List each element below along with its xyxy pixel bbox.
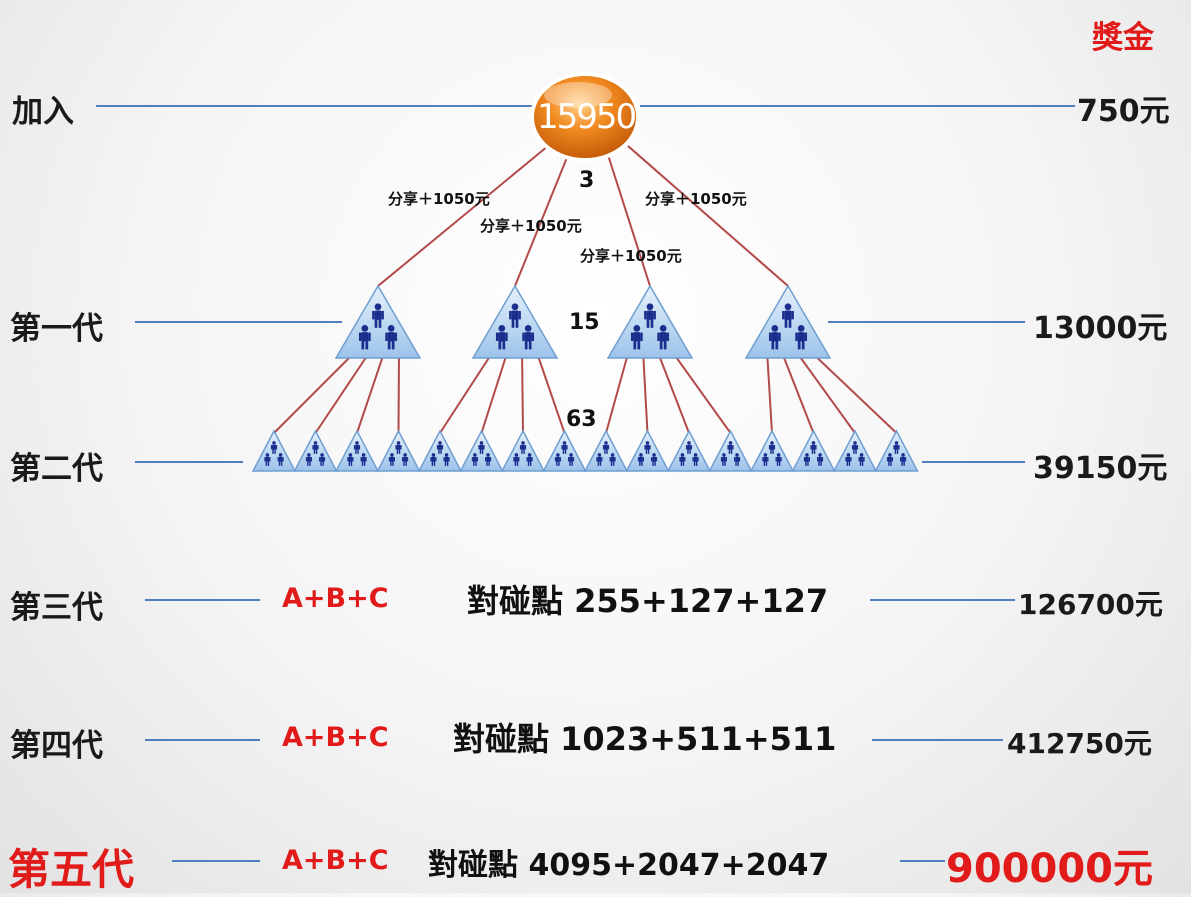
people-triangle-icon xyxy=(708,429,753,472)
people-triangle-icon xyxy=(832,429,878,472)
people-triangle-icon xyxy=(334,284,422,359)
gen5-bonus: 900000元 xyxy=(946,846,1153,892)
gen1-groups xyxy=(334,284,832,359)
gen5-points: 對碰點 4095+2047+2047 xyxy=(428,848,830,883)
gen3-label: 第三代 xyxy=(10,590,103,626)
connector-lines xyxy=(96,105,1075,862)
share-label-3: 分享＋1050元 xyxy=(580,247,682,265)
gen3-points: 對碰點 255+127+127 xyxy=(467,582,829,620)
people-triangle-icon xyxy=(417,429,463,472)
gen2-label: 第二代 xyxy=(10,451,103,487)
people-triangle-icon xyxy=(334,429,380,472)
share-label-4: 分享＋1050元 xyxy=(645,190,747,208)
root-links xyxy=(377,145,789,287)
gen1-bonus: 13000元 xyxy=(1033,311,1168,346)
gen3-formula: A+B+C xyxy=(282,583,389,614)
gen1-links xyxy=(273,349,898,434)
gen1-label: 第一代 xyxy=(10,311,103,347)
people-triangle-icon xyxy=(583,429,629,472)
people-triangle-icon xyxy=(500,429,546,472)
gen5-formula: A+B+C xyxy=(282,845,389,876)
people-triangle-icon xyxy=(459,429,504,472)
people-triangle-icon xyxy=(542,429,587,472)
gen3-bonus: 126700元 xyxy=(1018,588,1163,621)
gen4-bonus: 412750元 xyxy=(1007,727,1152,760)
people-triangle-icon xyxy=(606,284,694,359)
join-label: 加入 xyxy=(12,94,74,130)
share-label-2: 分享＋1050元 xyxy=(480,217,582,235)
gen2-count: 63 xyxy=(566,407,597,432)
people-triangle-icon xyxy=(625,429,670,472)
people-triangle-icon xyxy=(293,429,338,472)
join-bonus: 750元 xyxy=(1077,94,1170,129)
root-value: 15950 xyxy=(537,97,637,137)
gen4-points: 對碰點 1023+511+511 xyxy=(453,720,837,758)
people-triangle-icon xyxy=(791,429,836,472)
root-orb xyxy=(530,72,640,162)
people-triangle-icon xyxy=(666,429,712,472)
gen2-groups xyxy=(251,429,919,472)
people-triangle-icon xyxy=(874,429,919,472)
bonus-title: 獎金 xyxy=(1092,20,1154,56)
gen4-label: 第四代 xyxy=(10,728,103,764)
gen2-bonus: 39150元 xyxy=(1033,451,1168,486)
share-label-1: 分享＋1050元 xyxy=(388,190,490,208)
gen1-count: 15 xyxy=(569,310,600,335)
root-count: 3 xyxy=(579,168,595,193)
people-triangle-icon xyxy=(471,284,559,359)
people-triangle-icon xyxy=(376,429,421,472)
gen5-label: 第五代 xyxy=(8,845,135,894)
people-triangle-icon xyxy=(749,429,795,472)
gen4-formula: A+B+C xyxy=(282,722,389,753)
people-triangle-icon xyxy=(744,284,832,359)
people-triangle-icon xyxy=(251,429,297,472)
